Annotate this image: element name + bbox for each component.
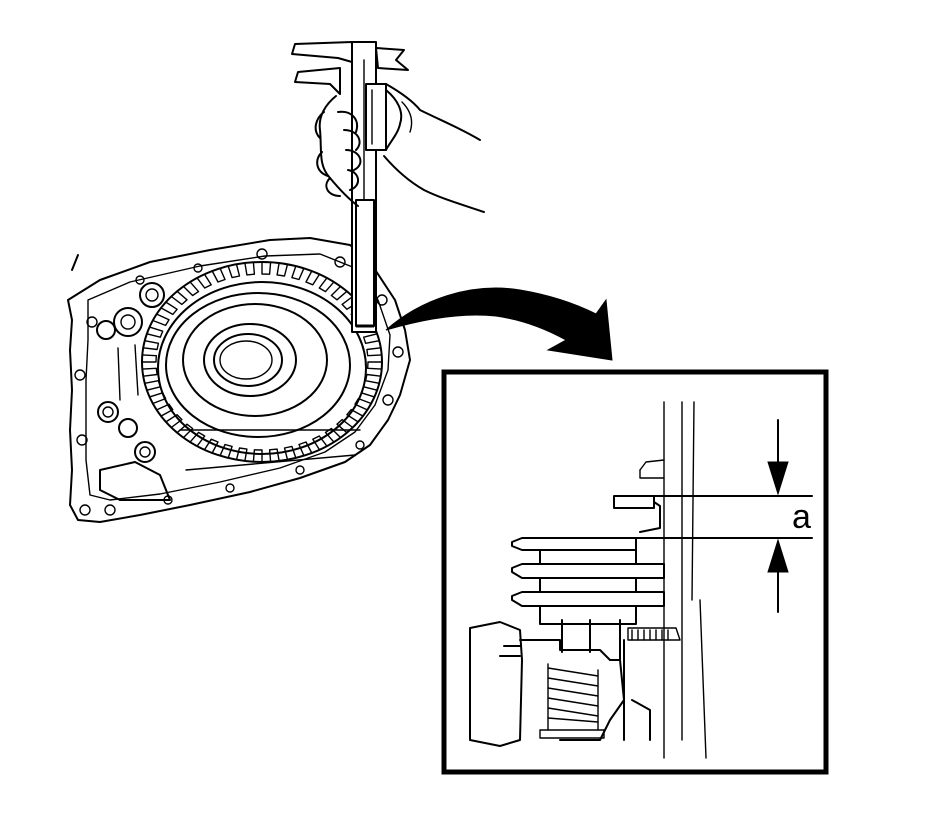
- snap-ring: [613, 495, 655, 509]
- case-bosses: [96, 282, 171, 501]
- dimension-a: [633, 419, 813, 613]
- curved-arrow-icon: [385, 287, 613, 361]
- clutch-drum-splines: [141, 261, 383, 463]
- clutch-piston: [165, 292, 351, 438]
- clutch-plates: [511, 537, 665, 625]
- hand: [314, 83, 485, 213]
- caliper-icon: [291, 41, 409, 333]
- detail-inset: [441, 369, 829, 775]
- transmission-case: [67, 237, 411, 523]
- shaft-walls: [639, 401, 707, 759]
- flange-bolt-holes: [74, 248, 404, 516]
- piston-assembly: [469, 619, 681, 747]
